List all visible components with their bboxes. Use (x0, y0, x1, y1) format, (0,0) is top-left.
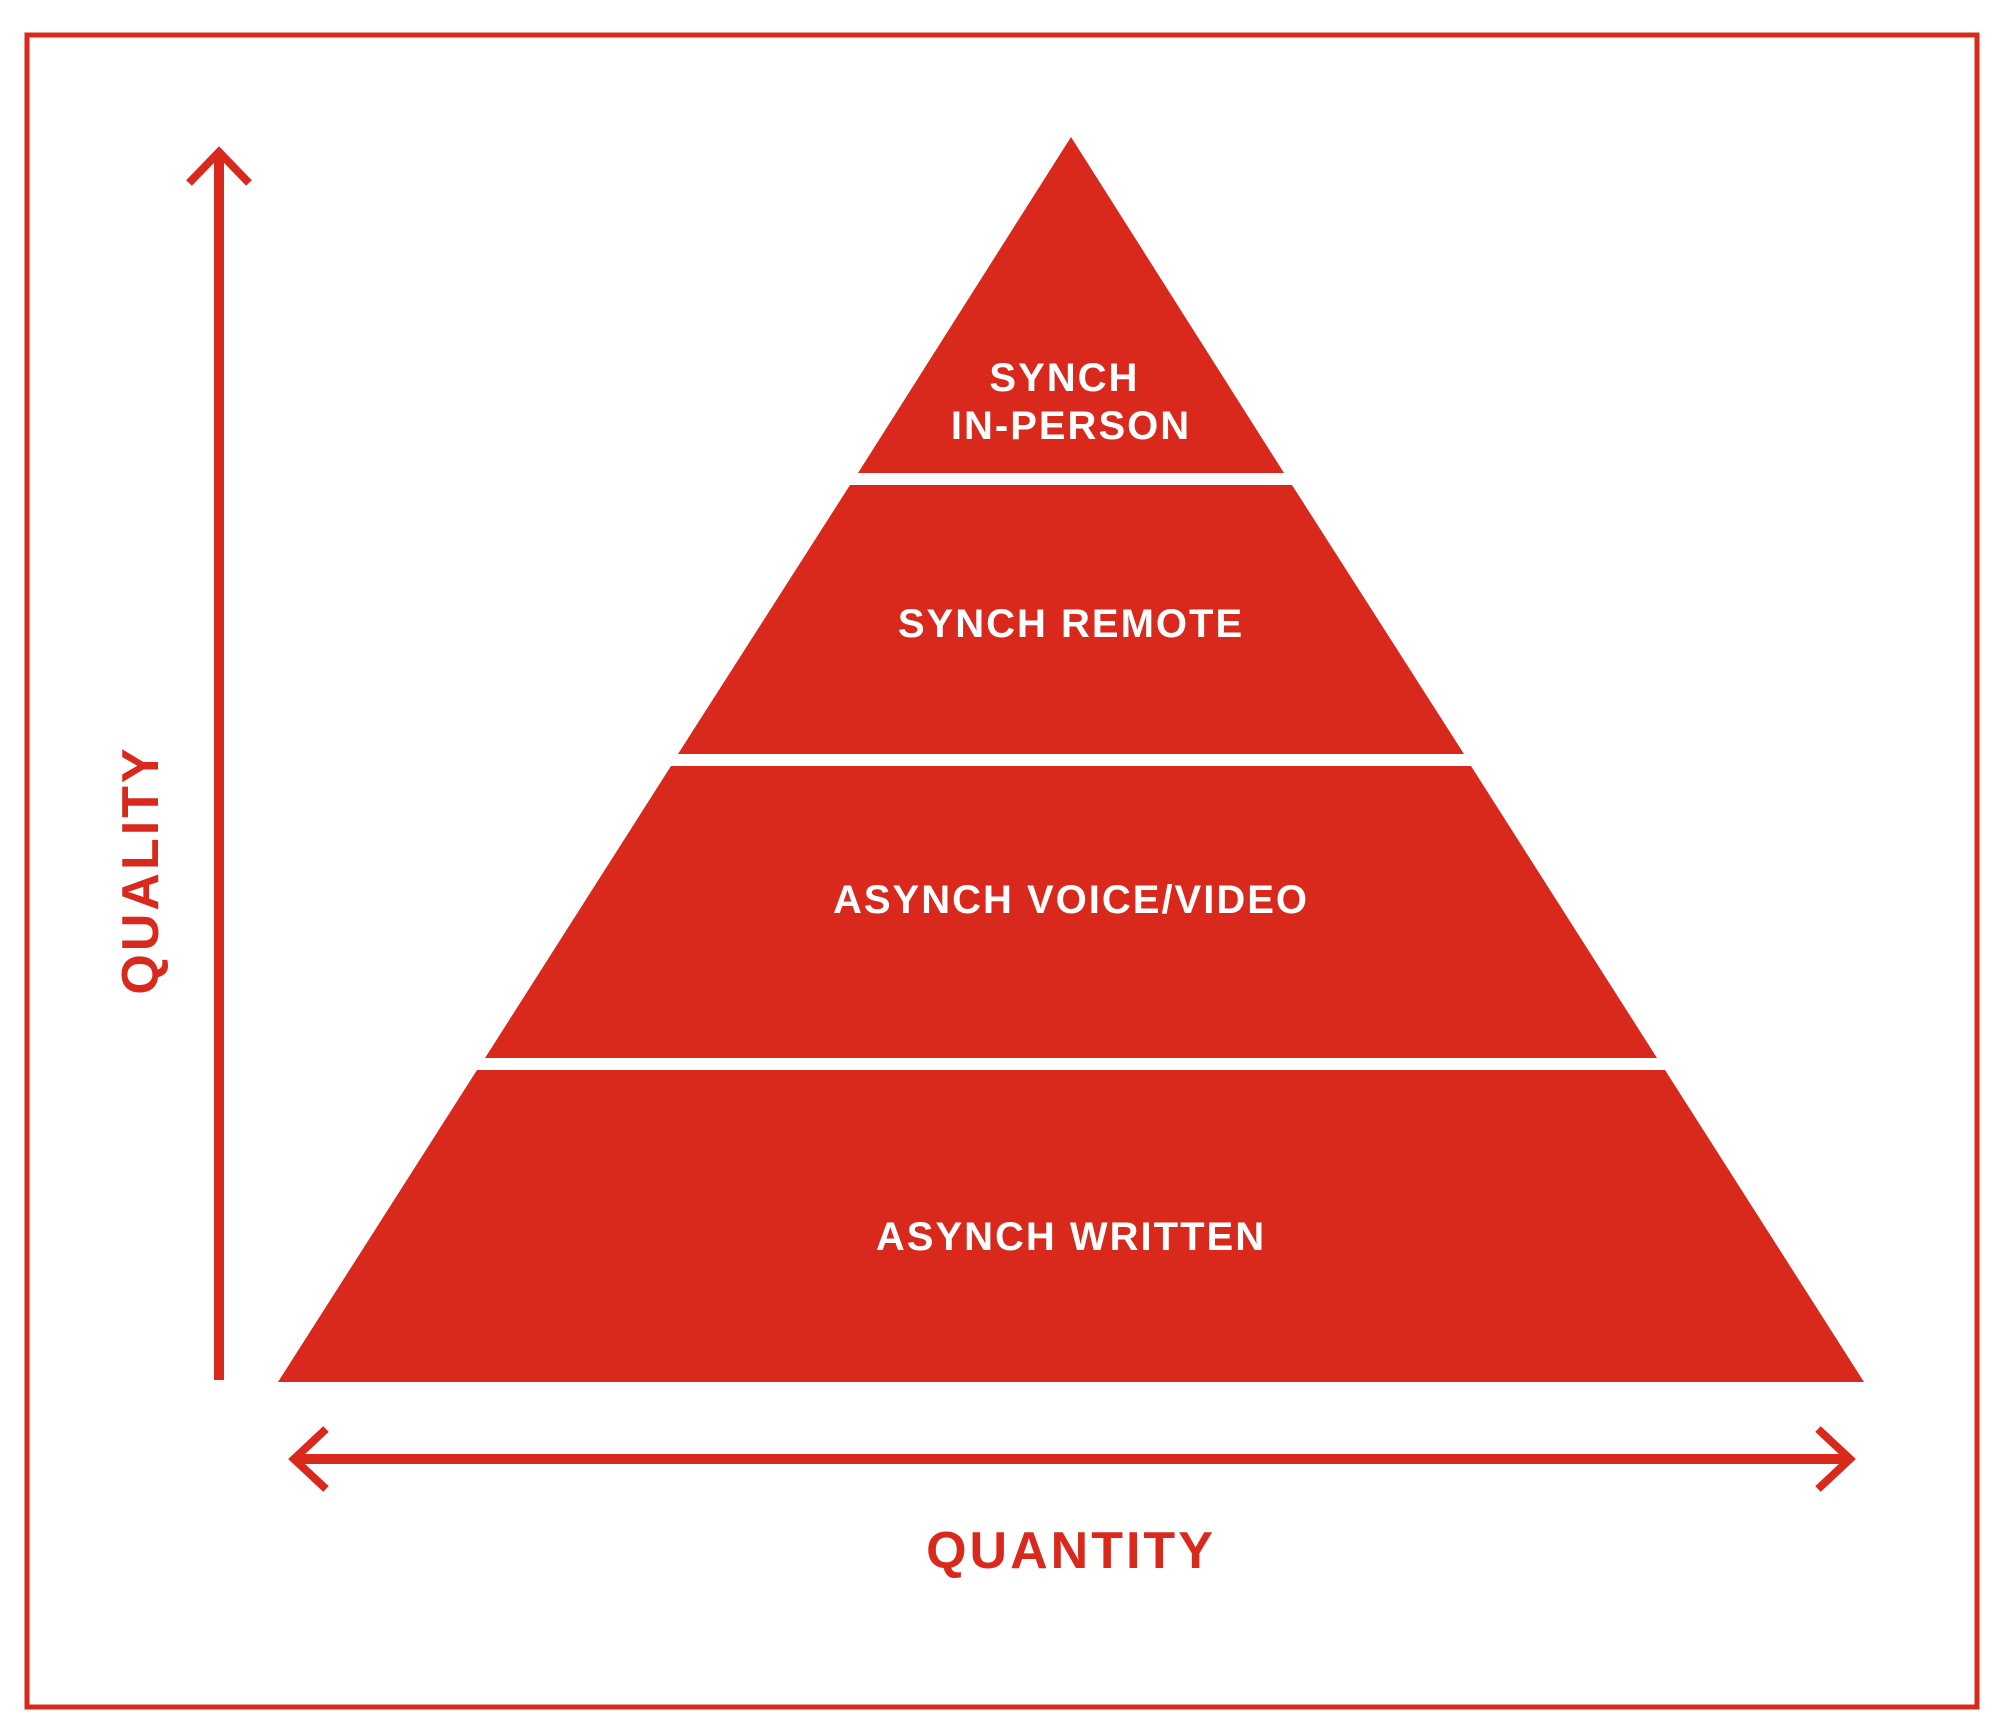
arrow-left-icon (288, 1426, 329, 1492)
pyramid-tier-synch-remote (678, 485, 1464, 754)
quantity-axis: QUANTITY (288, 1426, 1856, 1580)
tier-label-line: ASYNCH WRITTEN (876, 1215, 1266, 1259)
tier-label-line: IN-PERSON (951, 404, 1191, 448)
tier-label-asynch-written: ASYNCH WRITTEN (876, 1215, 1266, 1259)
pyramid (278, 137, 1864, 1382)
tier-label-asynch-voice-video: ASYNCH VOICE/VIDEO (833, 878, 1309, 922)
quality-axis-label: QUALITY (112, 745, 170, 994)
pyramid-tier-asynch-voice-video (485, 766, 1657, 1058)
tier-label-line: ASYNCH VOICE/VIDEO (833, 878, 1309, 922)
pyramid-tier-asynch-written (278, 1070, 1864, 1382)
tier-labels: SYNCH IN-PERSON SYNCH REMOTE ASYNCH VOIC… (833, 356, 1309, 1259)
arrow-up-icon (186, 146, 252, 186)
arrow-right-icon (1815, 1426, 1856, 1492)
outer-frame (24, 32, 1980, 1710)
tier-label-line: SYNCH REMOTE (898, 602, 1244, 646)
quantity-axis-label: QUANTITY (926, 1522, 1216, 1580)
tier-label-synch-remote: SYNCH REMOTE (898, 602, 1244, 646)
pyramid-tier-synch-in-person (858, 137, 1284, 473)
tier-label-synch-in-person: SYNCH IN-PERSON (951, 356, 1191, 448)
quality-axis: QUALITY (112, 146, 252, 1380)
tier-label-line: SYNCH (989, 356, 1139, 400)
